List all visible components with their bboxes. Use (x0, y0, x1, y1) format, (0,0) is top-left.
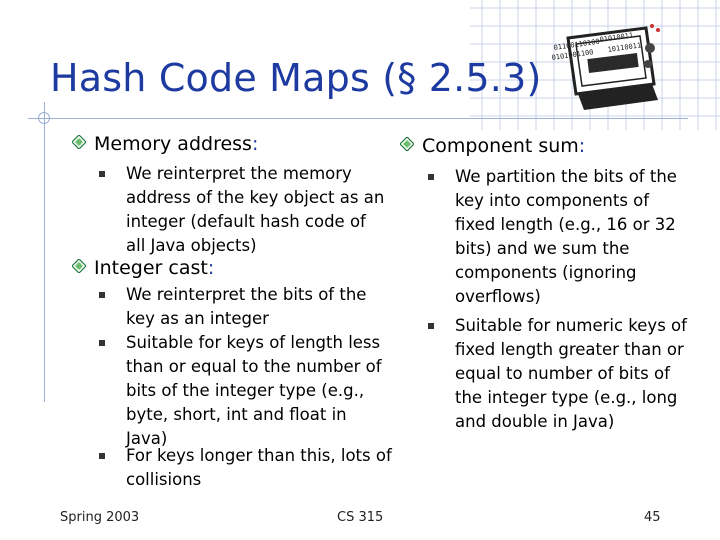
component-bullet-2: Suitable for numeric keys of fixed lengt… (455, 316, 687, 431)
accent-circle (38, 112, 50, 124)
square-bullet-icon (99, 340, 105, 346)
square-bullet-icon (428, 323, 434, 329)
diamond-bullet-icon (72, 259, 86, 273)
horizontal-accent-line (28, 118, 688, 119)
component-sum-colon: : (578, 135, 586, 157)
footer-course: CS 315 (337, 510, 384, 525)
square-bullet-icon (99, 453, 105, 459)
slide-title: Hash Code Maps (§ 2.5.3) (50, 56, 542, 100)
integer-cast-label: Integer cast (94, 257, 208, 279)
integer-cast-colon: : (207, 257, 215, 279)
page-number: 45 (644, 510, 661, 525)
diamond-bullet-icon (400, 137, 414, 151)
memory-address-label: Memory address (94, 133, 252, 155)
computer-logo-icon: 01100110100 01010011 0101001100 10110011 (551, 24, 660, 110)
memory-address-colon: : (251, 133, 259, 155)
square-bullet-icon (428, 174, 434, 180)
component-sum-label: Component sum (422, 135, 579, 157)
diamond-bullet-icon (72, 135, 86, 149)
integer-bullet-1: We reinterpret the bits of the key as an… (126, 285, 367, 328)
integer-bullet-2: Suitable for keys of length less than or… (126, 333, 382, 448)
integer-bullet-3: For keys longer than this, lots of colli… (126, 446, 392, 489)
square-bullet-icon (99, 171, 105, 177)
footer-date: Spring 2003 (60, 510, 140, 525)
component-bullet-1: We partition the bits of the key into co… (455, 167, 677, 306)
memory-bullet-1: We reinterpret the memory address of the… (126, 164, 385, 255)
square-bullet-icon (99, 292, 105, 298)
vertical-accent-line (44, 102, 45, 402)
